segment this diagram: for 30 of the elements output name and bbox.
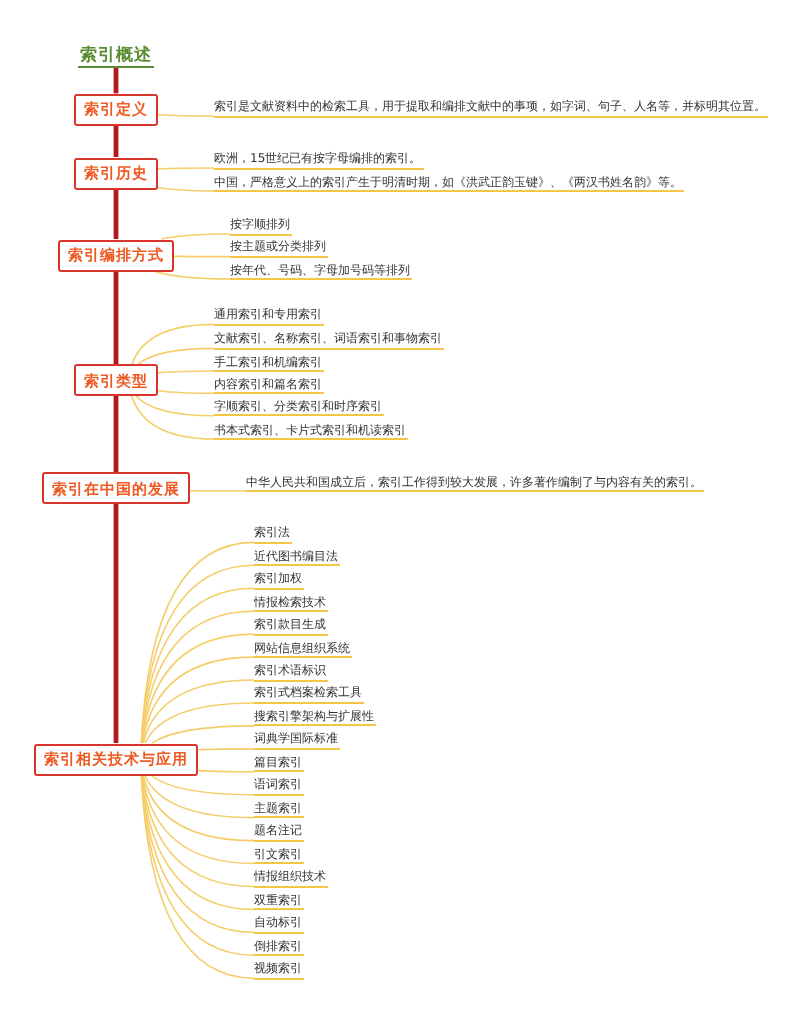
branch-line — [130, 395, 215, 440]
branch-line — [141, 656, 255, 744]
trunk-line — [113, 125, 119, 157]
branch-line — [197, 769, 255, 773]
branch-line — [131, 323, 215, 365]
branch-line — [157, 390, 215, 395]
branch-line — [137, 347, 215, 365]
trunk-line — [113, 189, 119, 239]
branch-line — [157, 113, 215, 117]
trunk-line — [113, 504, 119, 743]
branch-line — [144, 702, 255, 744]
branch-line — [157, 186, 215, 192]
branch-line — [157, 167, 215, 170]
trunk-line — [113, 271, 119, 364]
branch-line — [135, 395, 215, 417]
topic-heading: 索引概述 — [78, 45, 154, 67]
branch-line — [143, 774, 255, 819]
branch-line — [149, 774, 255, 796]
branch-line — [152, 270, 231, 280]
trunk-line — [113, 67, 119, 94]
branch-line — [189, 489, 247, 492]
branch-line — [157, 370, 215, 374]
branch-line — [173, 255, 231, 258]
branch-line — [197, 748, 255, 751]
branch-line — [142, 774, 255, 842]
branch-line — [141, 774, 255, 865]
branch-line — [142, 679, 255, 744]
branch-line — [151, 725, 255, 744]
branch-line — [160, 233, 231, 240]
trunk-line — [113, 396, 119, 472]
